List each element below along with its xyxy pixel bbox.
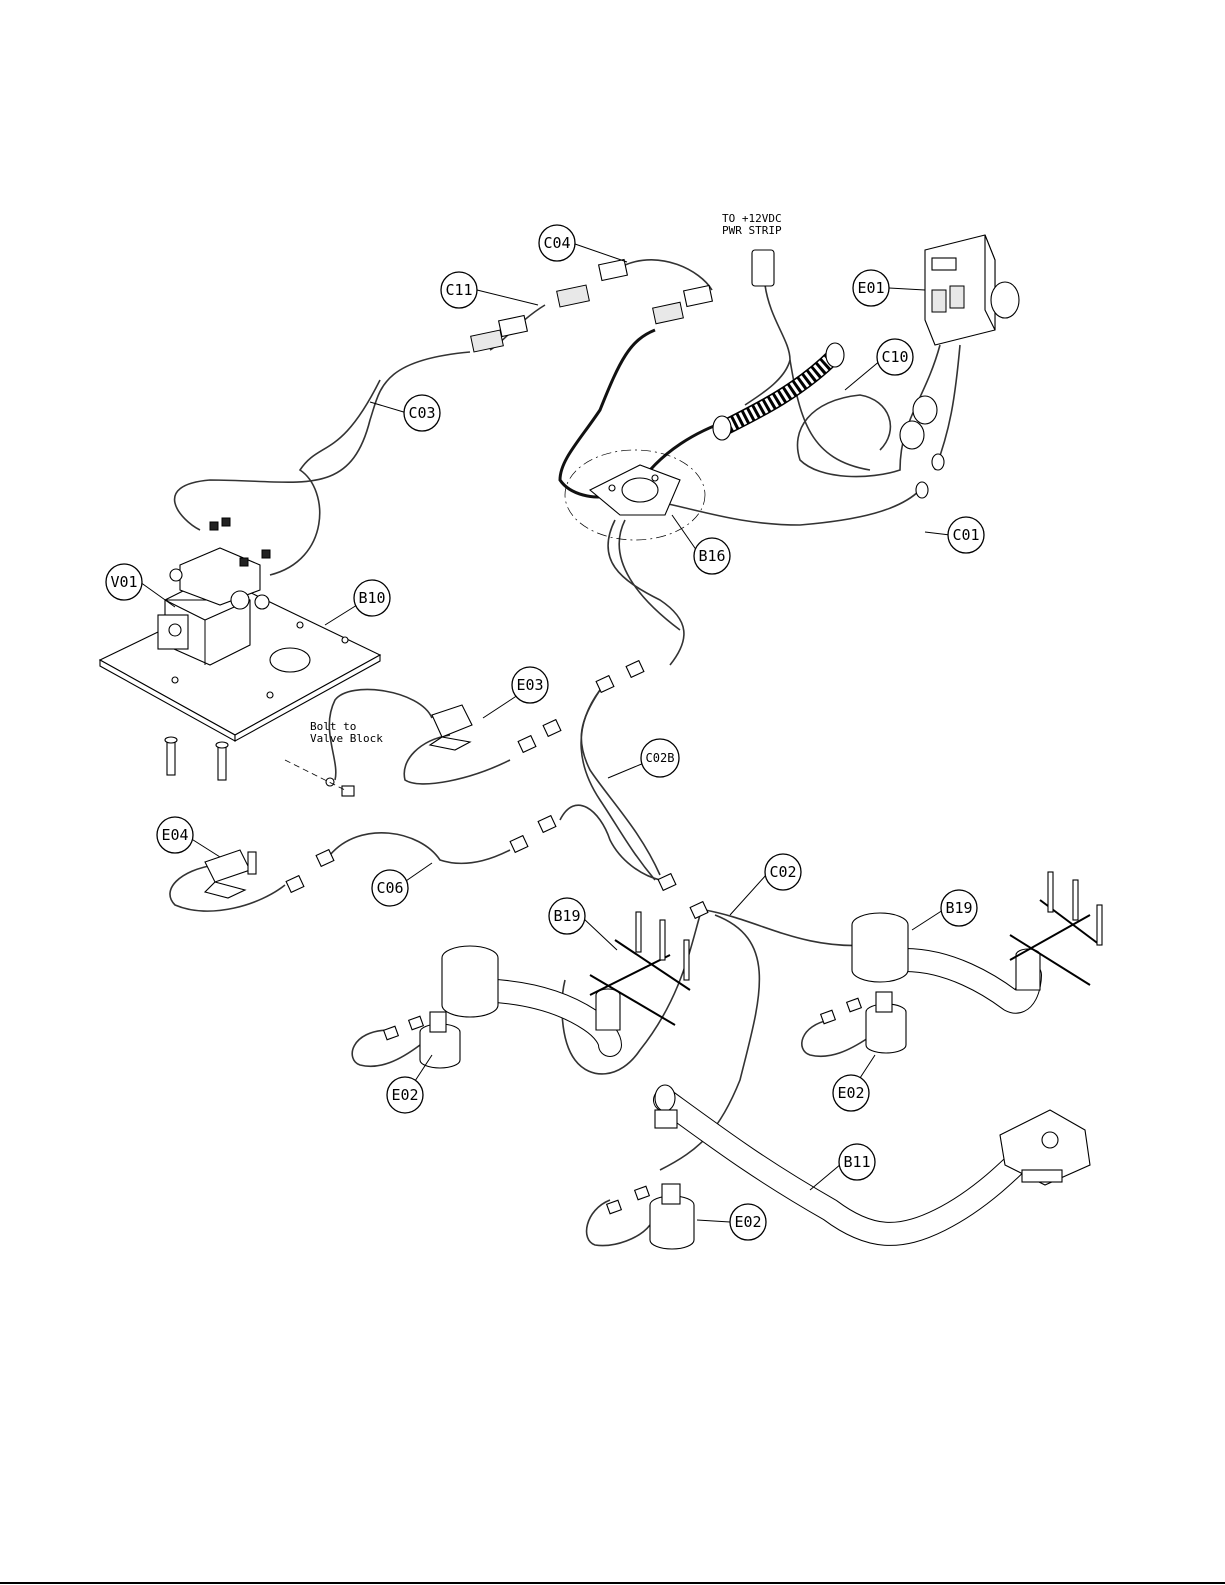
callout-b19-left: B19 [549, 898, 585, 934]
e01-control-box [900, 235, 1019, 498]
callout-e02-right: E02 [833, 1075, 869, 1111]
callout-c11: C11 [441, 272, 477, 308]
callout-c01: C01 [948, 517, 984, 553]
callout-e02-left: E02 [387, 1077, 423, 1113]
callout-c02-label: C02 [769, 863, 796, 881]
callout-b10-label: B10 [358, 589, 385, 607]
callout-e02-right-label: E02 [837, 1084, 864, 1102]
callout-b19-left-label: B19 [553, 907, 580, 925]
e02-right-unit [821, 992, 906, 1053]
callout-e04: E04 [157, 817, 193, 853]
callout-e01-label: E01 [857, 279, 884, 297]
e02-bottom-unit [607, 1184, 694, 1249]
corrugated-cable [713, 343, 844, 440]
callout-c06-label: C06 [376, 879, 403, 897]
bolt-note-line2: Valve Block [310, 732, 383, 745]
callout-c10: C10 [877, 339, 913, 375]
callout-e02-bottom-label: E02 [734, 1213, 761, 1231]
callout-c02b: C02B [641, 739, 679, 777]
callout-v01: V01 [106, 564, 142, 600]
b19-right-assembly [852, 872, 1102, 1002]
e03-sensor [430, 705, 472, 750]
callout-b11-label: B11 [843, 1153, 870, 1171]
callout-c04: C04 [539, 225, 575, 261]
callout-b19-right: B19 [941, 890, 977, 926]
bolt-note: Bolt to Valve Block [310, 720, 383, 745]
callout-e04-label: E04 [161, 826, 188, 844]
c04-connectors [599, 259, 713, 323]
callout-b16-label: B16 [698, 547, 725, 565]
callout-b10: B10 [354, 580, 390, 616]
callout-c02: C02 [765, 854, 801, 890]
e04-sensor [205, 850, 256, 898]
callout-c03-label: C03 [408, 404, 435, 422]
power-note-line2: PWR STRIP [722, 224, 782, 237]
callout-c11-label: C11 [445, 281, 472, 299]
callout-c03: C03 [404, 395, 440, 431]
c11-connectors [471, 285, 590, 352]
callout-c02b-label: C02B [646, 751, 675, 765]
callout-e02-left-label: E02 [391, 1086, 418, 1104]
bolts [165, 737, 354, 796]
power-strip-note: TO +12VDC PWR STRIP [722, 212, 782, 237]
callout-e01: E01 [853, 270, 889, 306]
callout-c06: C06 [372, 870, 408, 906]
callout-e03: E03 [512, 667, 548, 703]
callout-b11: B11 [839, 1144, 875, 1180]
callout-c10-label: C10 [881, 348, 908, 366]
callout-c01-label: C01 [952, 526, 979, 544]
callout-b19-right-label: B19 [945, 899, 972, 917]
callout-e02-bottom: E02 [730, 1204, 766, 1240]
callout-e03-label: E03 [516, 676, 543, 694]
leader-lines [140, 244, 950, 1222]
callout-v01-label: V01 [110, 573, 137, 591]
callout-b16: B16 [694, 538, 730, 574]
power-plug [752, 250, 774, 286]
callout-c04-label: C04 [543, 234, 570, 252]
